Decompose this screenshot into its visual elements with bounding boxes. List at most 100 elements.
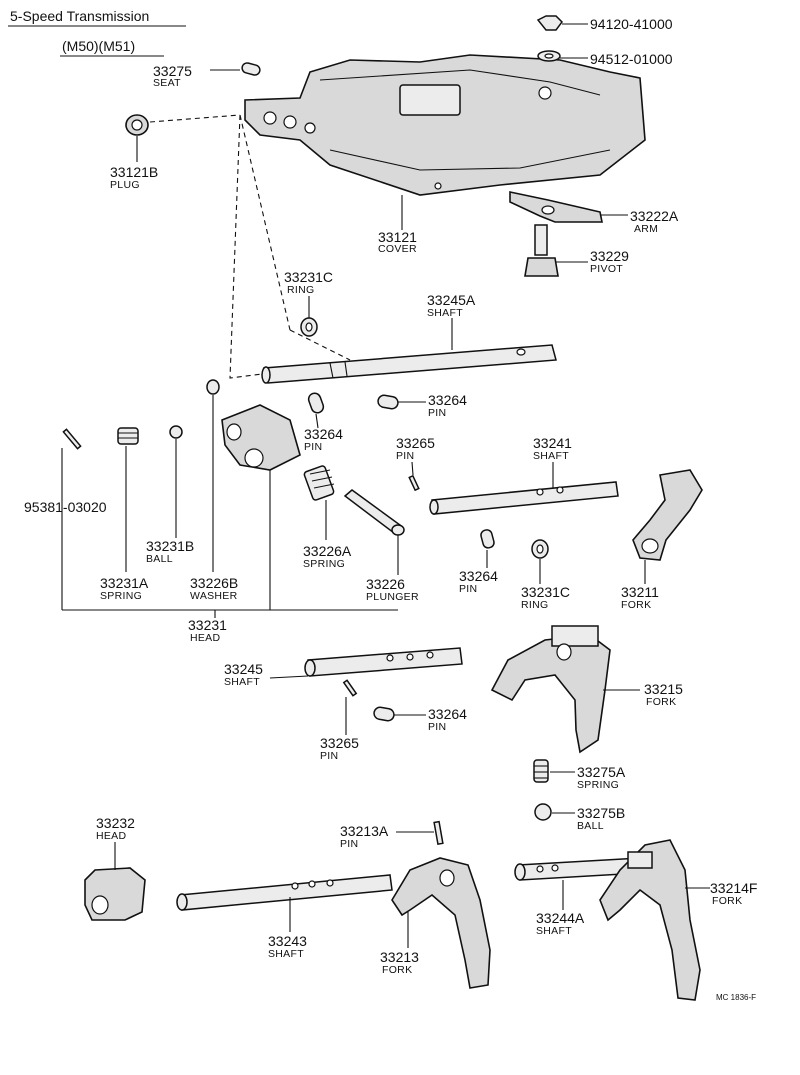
part-number-label: 33231C	[521, 584, 570, 600]
part-name-label: FORK	[382, 964, 412, 976]
spring-icon	[533, 759, 549, 783]
part-number-label: 94512-01000	[590, 51, 673, 67]
part-name-label: SPRING	[303, 558, 345, 570]
fork-illustration	[490, 625, 611, 754]
part-number-label: 33245	[224, 661, 263, 677]
pin-icon	[342, 679, 358, 697]
fork-illustration	[599, 839, 701, 1001]
part-name-label: PIN	[428, 721, 446, 733]
part-number-label: 33222A	[630, 208, 679, 224]
part-number-label: 33231A	[100, 575, 149, 591]
part-number-label: 33226A	[303, 543, 352, 559]
part-name-label: PLUNGER	[366, 591, 419, 603]
part-number-label: 33211	[621, 584, 659, 600]
part-name-label: HEAD	[96, 830, 126, 842]
part-number-label: 33264	[428, 392, 467, 408]
plug-icon	[125, 114, 149, 136]
shaft-illustration	[261, 344, 557, 384]
part-labels: 94120-41000 94512-01000 33275 SEAT 33121…	[24, 16, 757, 976]
ball-icon	[534, 803, 552, 821]
part-name-label: BALL	[577, 820, 604, 832]
spring-icon	[117, 427, 139, 445]
spring-icon	[303, 465, 335, 501]
part-name-label: SPRING	[577, 779, 619, 791]
washer-icon	[206, 379, 220, 395]
part-number-label: 33264	[428, 706, 467, 722]
assembly-guide-lines	[229, 114, 263, 379]
diagram-subtitle: (M50)(M51)	[62, 38, 135, 54]
washer-icon	[537, 50, 588, 62]
part-number-label: 33121B	[110, 164, 158, 180]
diagram-code: MC 1836-F	[716, 993, 756, 1002]
part-name-label: BALL	[146, 553, 173, 565]
part-number-label: 33264	[459, 568, 498, 584]
part-number-label: 33232	[96, 815, 135, 831]
pin-icon	[433, 820, 444, 846]
part-name-label: COVER	[378, 243, 417, 255]
plunger-illustration	[343, 489, 405, 536]
part-number-label: 33226B	[190, 575, 238, 591]
arm-illustration	[509, 191, 603, 223]
part-name-label: RING	[521, 599, 548, 611]
part-number-label: 33265	[396, 435, 435, 451]
shaft-illustration	[304, 647, 463, 677]
part-number-label: 33231	[188, 617, 227, 633]
part-number-label: 33241	[533, 435, 572, 451]
shaft-illustration	[514, 857, 642, 881]
part-number-label: 33275B	[577, 805, 625, 821]
part-name-label: PIVOT	[590, 263, 623, 275]
part-name-label: WASHER	[190, 590, 238, 602]
pin-icon	[480, 529, 495, 549]
pivot-illustration	[524, 224, 559, 277]
part-name-label: FORK	[621, 599, 651, 611]
part-name-label: HEAD	[190, 632, 220, 644]
fork-illustration	[391, 857, 491, 989]
part-number-label: 33231C	[284, 269, 333, 285]
cover-illustration	[244, 54, 646, 196]
part-number-label: 95381-03020	[24, 499, 107, 515]
part-number-label: 33121	[378, 229, 417, 245]
part-name-label: SEAT	[153, 77, 181, 89]
part-name-label: FORK	[712, 895, 742, 907]
ball-icon	[169, 425, 183, 439]
part-number-label: 33213	[380, 949, 419, 965]
part-name-label: FORK	[646, 696, 676, 708]
part-name-label: PIN	[320, 750, 338, 762]
part-number-label: 33213A	[340, 823, 389, 839]
part-number-label: 33214F	[710, 880, 757, 896]
part-number-label: 33229	[590, 248, 629, 264]
part-name-label: ARM	[634, 223, 658, 235]
head-illustration	[84, 867, 146, 921]
pin-icon	[373, 706, 395, 722]
part-name-label: SPRING	[100, 590, 142, 602]
part-name-label: SHAFT	[536, 925, 572, 937]
part-number-label: 33245A	[427, 292, 476, 308]
part-number-label: 33243	[268, 933, 307, 949]
ring-icon	[300, 317, 318, 337]
part-name-label: PLUG	[110, 179, 140, 191]
part-name-label: PIN	[340, 838, 358, 850]
part-name-label: PIN	[396, 450, 414, 462]
part-name-label: RING	[287, 284, 314, 296]
part-name-label: PIN	[428, 407, 446, 419]
part-number-label: 94120-41000	[590, 16, 673, 32]
fork-illustration	[632, 469, 703, 561]
pin-icon	[377, 394, 399, 410]
part-number-label: 33226	[366, 576, 405, 592]
part-number-label: 33215	[644, 681, 683, 697]
head-illustration	[221, 404, 301, 471]
part-name-label: SHAFT	[427, 307, 463, 319]
part-name-label: PIN	[459, 583, 477, 595]
part-name-label: SHAFT	[224, 676, 260, 688]
part-number-label: 33275	[153, 63, 192, 79]
part-name-label: PIN	[304, 441, 322, 453]
part-number-label: 33265	[320, 735, 359, 751]
part-name-label: SHAFT	[268, 948, 304, 960]
shaft-illustration	[176, 874, 393, 911]
pin-icon	[62, 428, 82, 450]
nut-icon	[536, 15, 588, 31]
part-name-label: SHAFT	[533, 450, 569, 462]
shaft-illustration	[429, 481, 619, 515]
